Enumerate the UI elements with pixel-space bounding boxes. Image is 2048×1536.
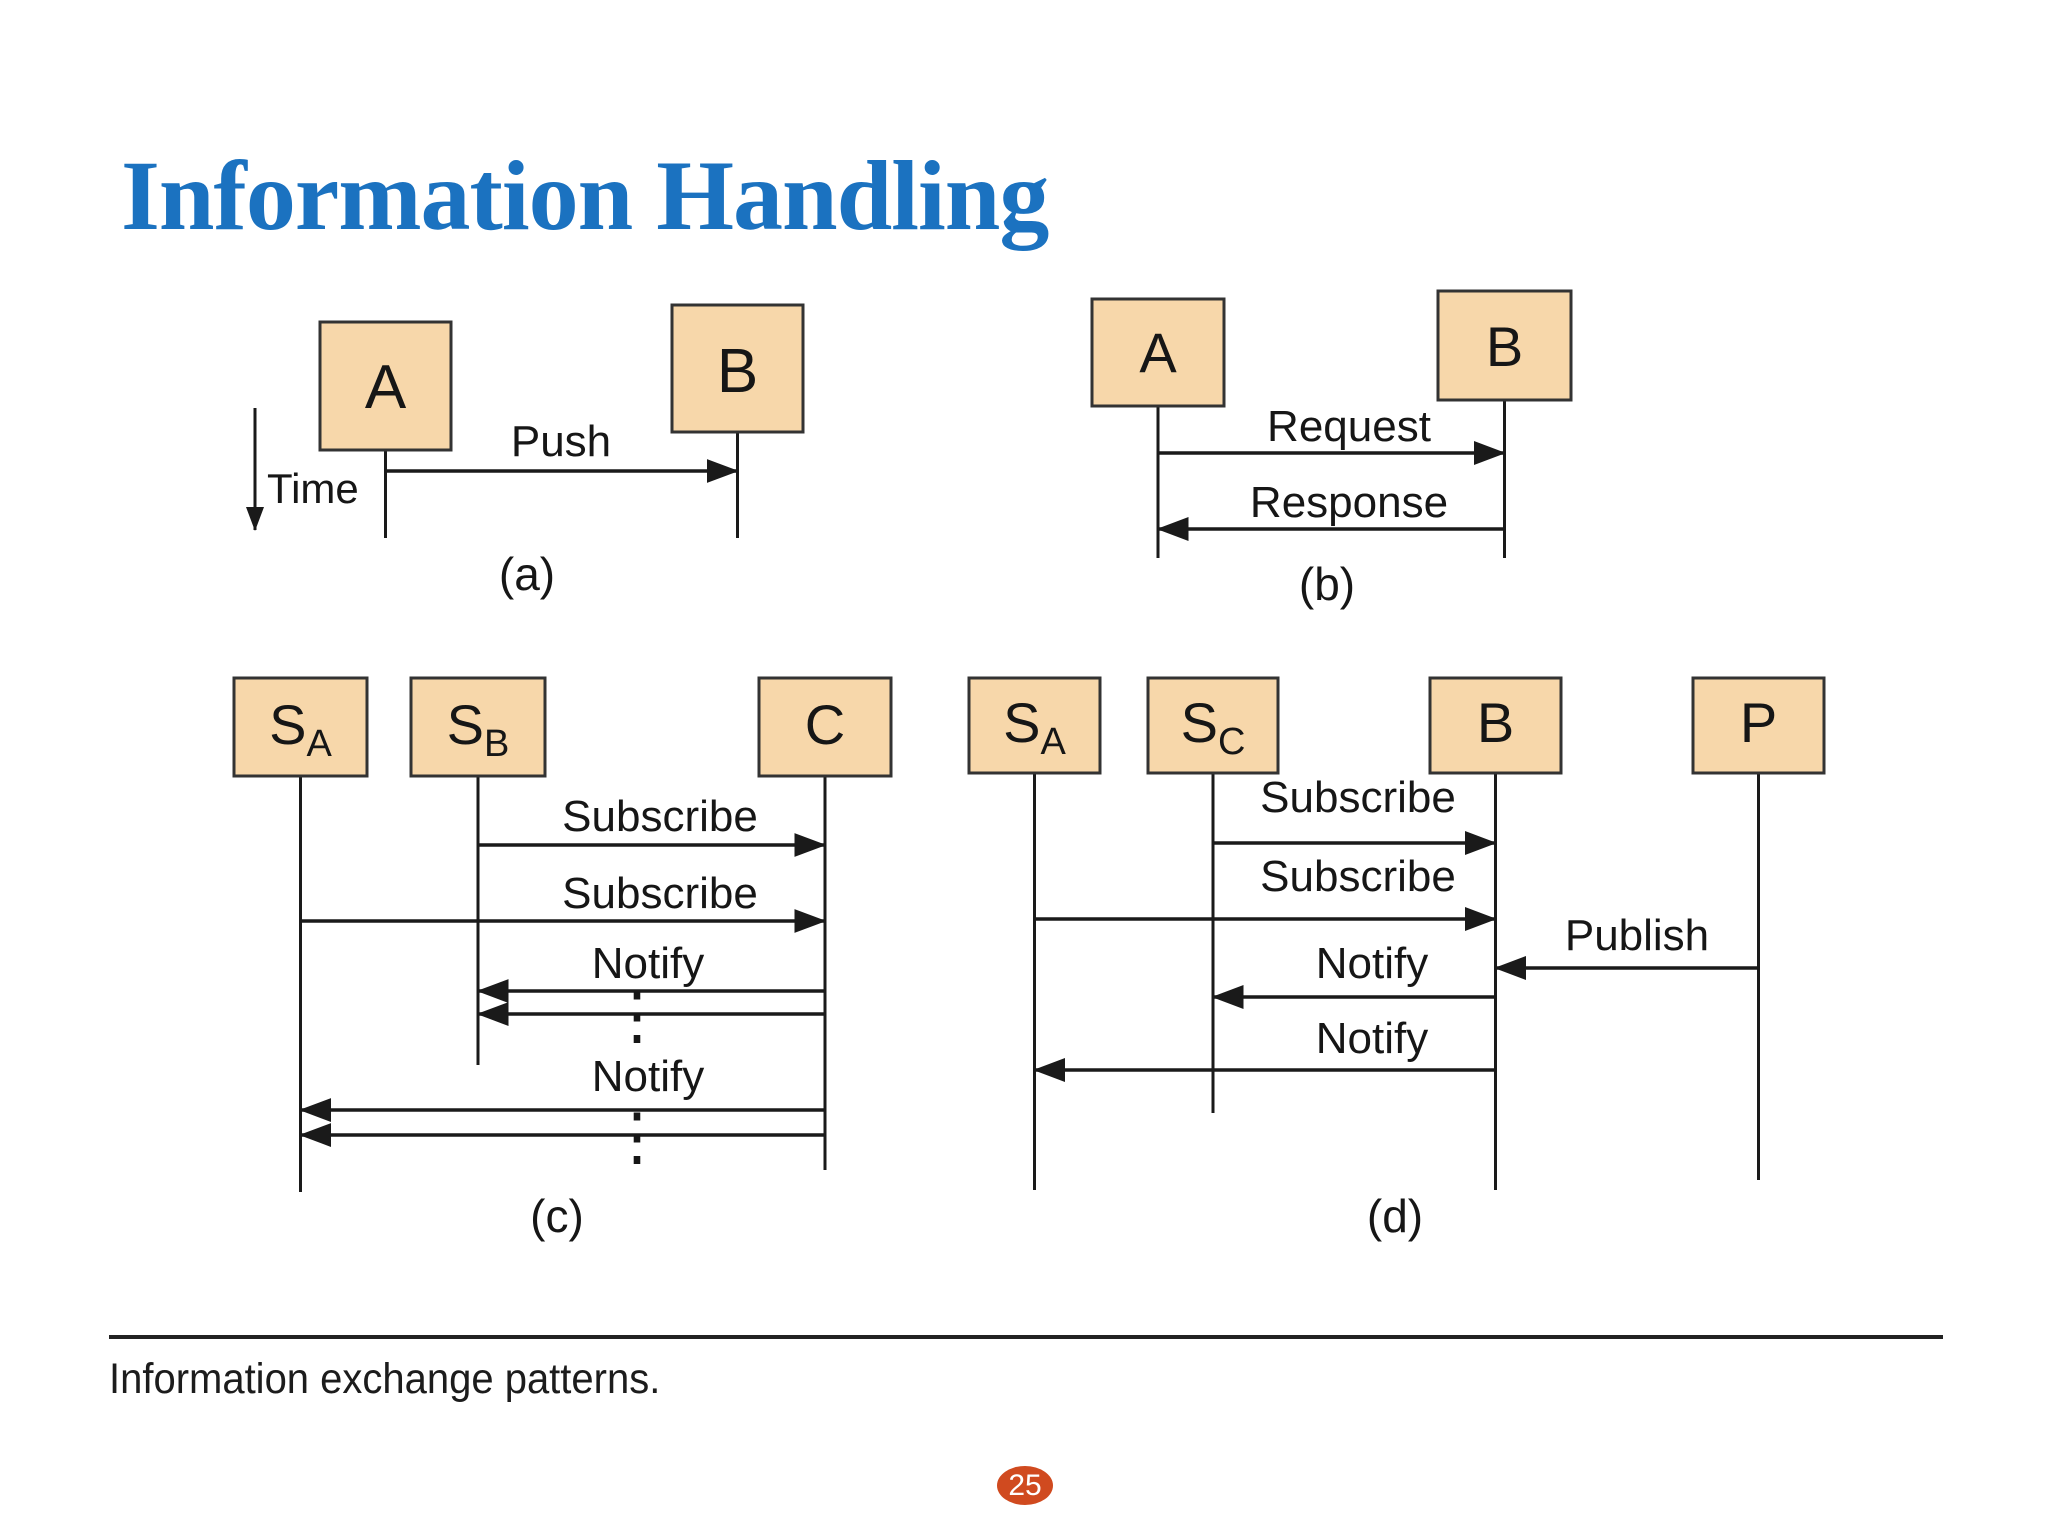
message-label-notify-1: Notify — [592, 939, 704, 988]
actor-box-b — [1436, 289, 1573, 402]
actor-box-sa — [967, 676, 1102, 775]
actor-label-c: C — [805, 693, 845, 756]
time-axis-label: Time — [267, 465, 359, 512]
figure-caption: Information exchange patterns. — [109, 1355, 661, 1403]
actor-box-b — [670, 303, 805, 434]
actor-label-a: A — [1139, 321, 1177, 384]
separator-line — [109, 1335, 1943, 1339]
message-label-response: Response — [1250, 478, 1448, 527]
actor-label-sc: SC — [1181, 691, 1246, 763]
actor-label-sa: SA — [269, 693, 332, 765]
message-label-subscribe-2: Subscribe — [562, 869, 758, 918]
actor-label-b: B — [717, 337, 758, 406]
diagram-b: A B Request Response (b) — [1090, 289, 1573, 610]
page-number: 25 — [1008, 1468, 1042, 1502]
diagram-d: SA SC B P Subscribe Subscribe Publish No… — [967, 676, 1826, 1242]
actor-label-sa: SA — [1003, 691, 1066, 763]
message-label-notify-1: Notify — [1316, 939, 1428, 988]
diagram-caption-d: (d) — [1367, 1190, 1423, 1242]
message-label-notify-2: Notify — [1316, 1014, 1428, 1063]
diagram-caption-a: (a) — [499, 548, 555, 600]
repeat-ellipsis-1: ⋮ — [605, 979, 669, 1051]
message-label-publish: Publish — [1565, 911, 1709, 960]
message-label-subscribe-1: Subscribe — [1260, 773, 1456, 822]
actor-label-b: B — [1486, 315, 1523, 378]
actor-label-b: B — [1477, 691, 1514, 754]
diagram-c: SA SB C Subscribe Subscribe Notify ⋮ Not… — [232, 676, 893, 1242]
actor-box-a — [318, 320, 453, 452]
actor-label-sb: SB — [447, 693, 510, 765]
message-label-notify-2: Notify — [592, 1052, 704, 1101]
diagram-caption-c: (c) — [530, 1190, 584, 1242]
actor-box-sb — [409, 676, 547, 778]
message-label-request: Request — [1267, 402, 1431, 451]
actor-box-b — [1428, 676, 1563, 775]
actor-box-c — [757, 676, 893, 778]
actor-box-a — [1090, 297, 1226, 408]
actor-label-p: P — [1740, 691, 1777, 754]
message-label-subscribe-2: Subscribe — [1260, 852, 1456, 901]
actor-box-sa — [232, 676, 369, 778]
actor-label-a: A — [365, 353, 407, 422]
diagram-caption-b: (b) — [1299, 558, 1355, 610]
page-number-badge: 25 — [997, 1466, 1053, 1505]
diagram-a: A B Time Push (a) — [246, 303, 805, 600]
message-label-push: Push — [511, 417, 611, 466]
message-label-subscribe-1: Subscribe — [562, 792, 758, 841]
actor-box-p — [1691, 676, 1826, 775]
repeat-ellipsis-2: ⋮ — [605, 1100, 669, 1172]
actor-box-sc — [1146, 676, 1280, 775]
slide-title: Information Handling — [121, 140, 1049, 251]
